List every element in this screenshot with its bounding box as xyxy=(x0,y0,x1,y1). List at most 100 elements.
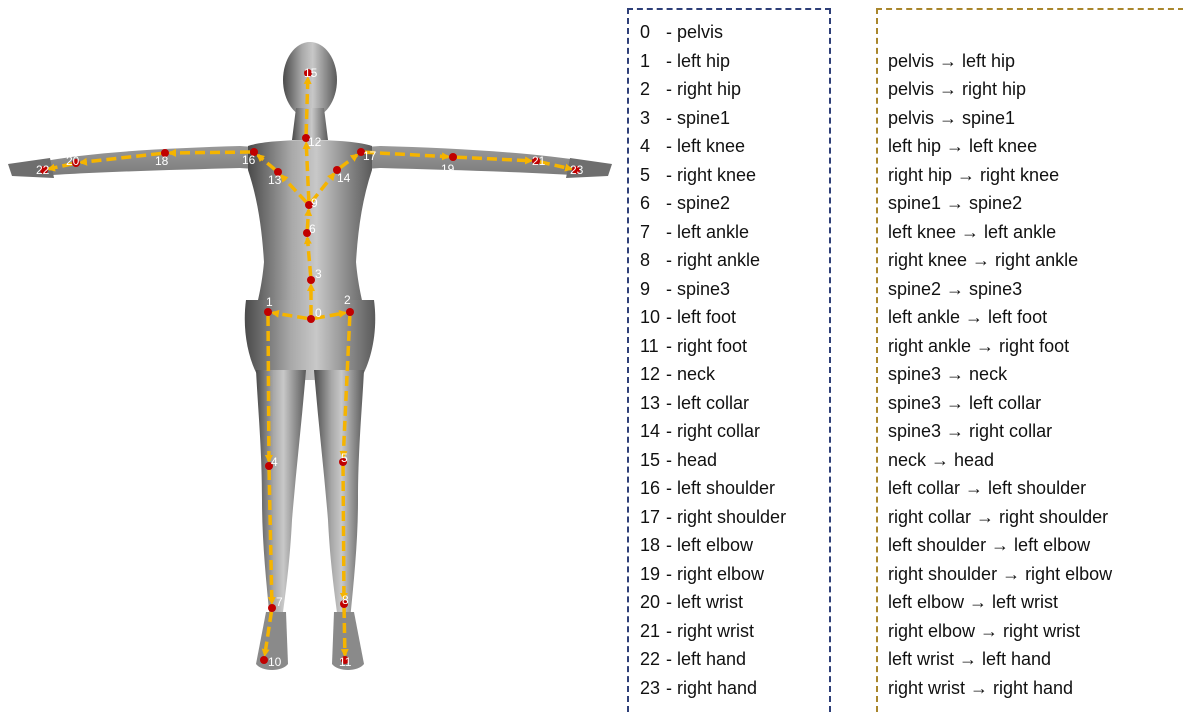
joint-index: 4 xyxy=(640,132,666,160)
joint-list-item: 8- right ankle xyxy=(640,246,760,274)
joint-name: - left shoulder xyxy=(666,474,775,502)
joint-name: - pelvis xyxy=(666,18,723,46)
joint-number-label: 7 xyxy=(276,595,283,609)
joint-number-label: 5 xyxy=(341,451,348,465)
joint-dot xyxy=(449,153,457,161)
joint-index: 7 xyxy=(640,218,666,246)
joint-name: - spine1 xyxy=(666,104,730,132)
joint-index: 5 xyxy=(640,161,666,189)
joint-number-label: 0 xyxy=(315,306,322,320)
bone-list-item: spine1 → spine2 xyxy=(888,189,1022,217)
body-skeleton-figure: 01234567891011121314151617181920212223 xyxy=(0,0,620,711)
joint-list-item: 19- right elbow xyxy=(640,560,764,588)
joint-number-label: 9 xyxy=(311,196,318,210)
joint-index: 2 xyxy=(640,75,666,103)
joint-name: - spine3 xyxy=(666,275,730,303)
joint-dot xyxy=(264,308,272,316)
joint-index: 23 xyxy=(640,674,666,702)
joint-name: - right shoulder xyxy=(666,503,786,531)
joint-list-item: 4- left knee xyxy=(640,132,745,160)
joint-name: - right hip xyxy=(666,75,741,103)
joint-index: 19 xyxy=(640,560,666,588)
joint-list-item: 23- right hand xyxy=(640,674,757,702)
bone-list-item: left hip → left knee xyxy=(888,132,1037,160)
joint-number-label: 15 xyxy=(304,66,318,80)
joint-index: 6 xyxy=(640,189,666,217)
joint-dot xyxy=(260,656,268,664)
joint-name: - right hand xyxy=(666,674,757,702)
joint-list-item: 11- right foot xyxy=(640,332,747,360)
bone-list-item: right ankle → right foot xyxy=(888,332,1069,360)
bone-list-item: right hip → right knee xyxy=(888,161,1059,189)
joint-index: 10 xyxy=(640,303,666,331)
joint-list-item: 12- neck xyxy=(640,360,715,388)
bone-list-item: left wrist → left hand xyxy=(888,645,1051,673)
joint-index: 21 xyxy=(640,617,666,645)
joint-number-label: 17 xyxy=(363,149,377,163)
joint-number-label: 8 xyxy=(342,593,349,607)
joint-number-label: 16 xyxy=(242,153,256,167)
joint-index: 16 xyxy=(640,474,666,502)
joint-number-label: 21 xyxy=(532,154,546,168)
bone-list-item: pelvis → right hip xyxy=(888,75,1026,103)
joint-number-label: 13 xyxy=(268,173,282,187)
joint-number-label: 22 xyxy=(36,163,50,177)
bone-list-item: neck → head xyxy=(888,446,994,474)
joint-list-item: 20- left wrist xyxy=(640,588,743,616)
joint-number-label: 20 xyxy=(66,154,80,168)
bone-list-item: left shoulder → left elbow xyxy=(888,531,1090,559)
joint-name: - left ankle xyxy=(666,218,749,246)
joint-index: 8 xyxy=(640,246,666,274)
bone-list-item: left collar → left shoulder xyxy=(888,474,1086,502)
joint-list-item: 16- left shoulder xyxy=(640,474,775,502)
joint-number-label: 12 xyxy=(308,135,322,149)
joint-index: 22 xyxy=(640,645,666,673)
joint-list-item: 7- left ankle xyxy=(640,218,749,246)
joint-dot xyxy=(268,604,276,612)
joint-list-item: 14- right collar xyxy=(640,417,760,445)
joint-name: - right ankle xyxy=(666,246,760,274)
joint-name: - right elbow xyxy=(666,560,764,588)
joint-number-label: 4 xyxy=(271,455,278,469)
joint-index: 11 xyxy=(640,332,666,360)
joint-name: - left hip xyxy=(666,47,730,75)
joint-dot xyxy=(307,315,315,323)
joint-list-item: 1- left hip xyxy=(640,47,730,75)
joint-index: 20 xyxy=(640,588,666,616)
joint-name: - left elbow xyxy=(666,531,753,559)
joint-name: - right wrist xyxy=(666,617,754,645)
bone-list-item: left ankle → left foot xyxy=(888,303,1047,331)
joint-number-label: 10 xyxy=(268,655,282,669)
joint-index: 13 xyxy=(640,389,666,417)
joint-list-item: 2- right hip xyxy=(640,75,741,103)
bone-list-item: left knee → left ankle xyxy=(888,218,1056,246)
joint-dot xyxy=(346,308,354,316)
joint-list-item: 6- spine2 xyxy=(640,189,730,217)
bone-list-item: pelvis → left hip xyxy=(888,47,1015,75)
bone-list-item: right collar → right shoulder xyxy=(888,503,1108,531)
joint-index: 1 xyxy=(640,47,666,75)
joint-name: - neck xyxy=(666,360,715,388)
joint-name: - spine2 xyxy=(666,189,730,217)
joint-number-label: 14 xyxy=(337,171,351,185)
joint-index: 17 xyxy=(640,503,666,531)
joint-number-label: 3 xyxy=(315,267,322,281)
joint-list-item: 22- left hand xyxy=(640,645,746,673)
bone-arrow xyxy=(343,466,344,599)
bone-list-item: left elbow → left wrist xyxy=(888,588,1058,616)
bone-list-item: spine3 → left collar xyxy=(888,389,1041,417)
joint-list-item: 0- pelvis xyxy=(640,18,723,46)
bone-arrow xyxy=(344,608,345,655)
joint-list-item: 10- left foot xyxy=(640,303,736,331)
joint-list-item: 3- spine1 xyxy=(640,104,730,132)
joint-name: - left knee xyxy=(666,132,745,160)
joint-name: - left collar xyxy=(666,389,749,417)
joint-list-item: 17- right shoulder xyxy=(640,503,786,531)
joint-index: 15 xyxy=(640,446,666,474)
joint-dot xyxy=(307,276,315,284)
joint-index: 3 xyxy=(640,104,666,132)
joint-number-label: 2 xyxy=(344,293,351,307)
joint-index: 14 xyxy=(640,417,666,445)
joint-list-item: 21- right wrist xyxy=(640,617,754,645)
joint-number-label: 11 xyxy=(339,655,352,669)
